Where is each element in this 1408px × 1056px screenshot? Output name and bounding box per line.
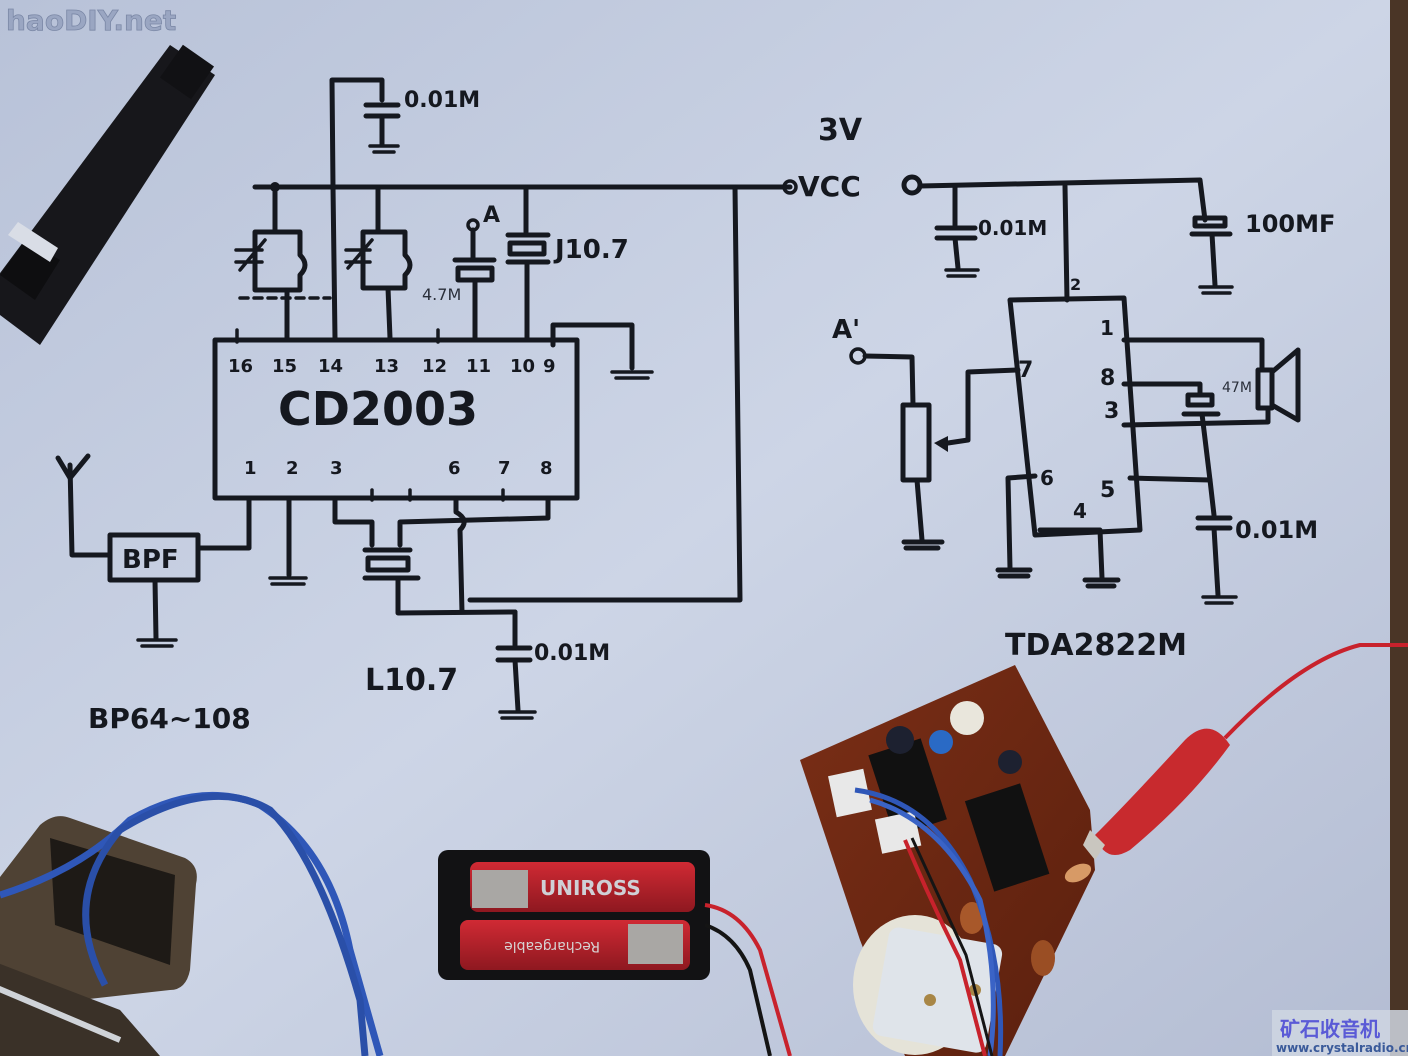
pin-label: 4 [1073, 499, 1087, 523]
pin-label: 12 [422, 356, 447, 377]
watermark-cn-text: 矿石收音机 [1280, 1017, 1380, 1041]
pin-label: 7 [1018, 358, 1033, 383]
ic-tda2822m [1007, 295, 1143, 538]
ic-cd2003 [212, 337, 580, 501]
label-bpf-range: BP64~108 [88, 702, 251, 735]
label-bootstrap-cap: 47M [1222, 380, 1252, 396]
label-cap-4-7m: 4.7M [422, 285, 461, 304]
label-test-point-a: A [483, 203, 500, 228]
label-vcc-decoupling: 0.01M [978, 216, 1047, 240]
label-filter-j10-7: J10.7 [553, 235, 629, 265]
label-cap-bottom: 0.01M [534, 641, 610, 666]
label-cap-top: 0.01M [404, 88, 480, 113]
pin-label: 2 [1070, 275, 1081, 294]
ic-tda2822m-label: TDA2822M [1005, 628, 1187, 663]
receiver-pcb [800, 665, 1095, 1056]
marker-pen [0, 44, 215, 345]
pin-label: 7 [498, 458, 511, 479]
pin-label: 1 [1100, 316, 1114, 340]
pin-label: 8 [540, 458, 553, 479]
cd2003-bottom-pins: 1 2 3 6 7 8 [244, 458, 553, 479]
pin-label: 13 [374, 356, 399, 377]
label-test-point-a-prime: A' [832, 315, 860, 345]
pin-label: 2 [286, 458, 299, 479]
battery-brand-label: UNIROSS [540, 876, 641, 900]
pin-label: 15 [272, 356, 297, 377]
watermark-url-text: www.crystalradio.cn [1276, 1041, 1408, 1055]
label-output-cap: 0.01M [1235, 516, 1318, 544]
watermark-bottom-right: 矿石收音机 www.crystalradio.cn [1272, 1010, 1408, 1056]
cd2003-top-pins: 16 15 14 13 12 11 10 9 [228, 356, 556, 377]
pin-label: 8 [1100, 366, 1115, 391]
watermark-text: haoDIY.net [6, 4, 176, 37]
label-bulk-cap: 100MF [1245, 210, 1335, 238]
pin-label: 11 [466, 356, 491, 377]
label-voltage: 3V [818, 113, 863, 148]
pin-label: 6 [1040, 466, 1054, 490]
pin-label: 3 [1104, 399, 1119, 424]
watermark-top-left: haoDIY.net [6, 4, 177, 38]
pin-label: 6 [448, 458, 461, 479]
alligator-clip [1083, 643, 1408, 860]
pin-label: 1 [244, 458, 257, 479]
schematic-amplifier: 0.01M 100MF 2 1 8 3 7 6 5 4 A' [832, 174, 1335, 663]
pin-label: 5 [1100, 478, 1115, 503]
speaker-wire [0, 791, 384, 1056]
pin-label: 9 [543, 356, 556, 377]
pin-label: 3 [330, 458, 343, 479]
pin-label: 10 [510, 356, 535, 377]
battery-label: Rechargeable [504, 938, 600, 954]
battery-holder: UNIROSS Rechargeable [438, 850, 792, 1056]
table-edge [1390, 0, 1408, 1056]
schematic-receiver: 0.01M A 4.7M J10.7 [55, 77, 863, 735]
pin-label: 16 [228, 356, 253, 377]
speaker [0, 816, 197, 1056]
ic-cd2003-label: CD2003 [278, 382, 478, 436]
label-bpf: BPF [122, 545, 179, 575]
label-filter-l10-7: L10.7 [365, 663, 458, 698]
label-vcc: VCC [798, 170, 861, 203]
pin-label: 14 [318, 356, 343, 377]
